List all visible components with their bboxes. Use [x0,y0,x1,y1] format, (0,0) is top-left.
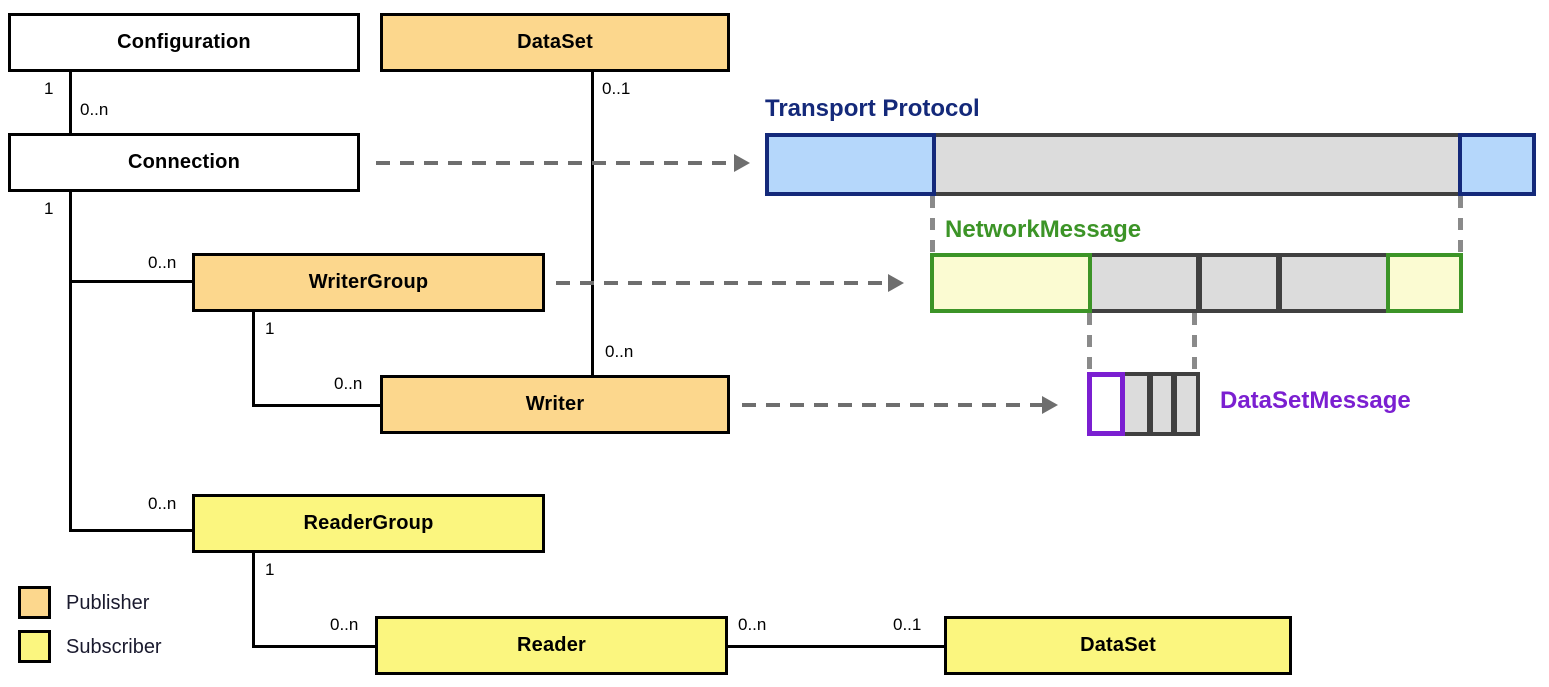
assoc-line-connection-writergroup [69,280,195,283]
realization-arrow-writergroup-networkmessage [556,281,888,285]
multiplicity-config-source: 1 [44,79,54,98]
datasetmessage-bar [1087,372,1200,436]
multiplicity-writergroup-writer: 0..n [334,374,363,393]
connector-networkmessage-datasetmessage-right [1192,313,1197,373]
assoc-line-configuration-connection [69,72,72,133]
multiplicity-connection-readergroup: 0..n [148,494,177,513]
multiplicity-dataset-source: 0..1 [602,79,631,98]
connector-transport-networkmessage-left [930,196,935,254]
networkmessage-payload-cell-3 [1278,253,1390,313]
datasetmessage-field-cell-2 [1149,372,1175,436]
class-box-writergroup[interactable]: WriterGroup [192,253,545,312]
connector-networkmessage-datasetmessage-left [1087,313,1092,373]
assoc-line-writergroup-writer-v [252,312,255,407]
multiplicity-readergroup-reader: 0..n [330,615,359,634]
realization-arrowhead-connection-transport [734,154,750,172]
datasetmessage-field-cell-3 [1173,372,1200,436]
networkmessage-header-cell [930,253,1092,313]
class-box-dataset-top[interactable]: DataSet [380,13,730,72]
transport-header-cell [765,133,936,196]
assoc-line-connection-readergroup [69,529,195,532]
layer-title-networkmessage: NetworkMessage [945,216,1142,243]
legend-swatch-subscriber [18,630,51,663]
transport-trailer-cell [1458,133,1536,196]
connector-transport-networkmessage-right [1458,196,1463,254]
multiplicity-config-target: 0..n [80,100,109,119]
realization-arrowhead-writer-datasetmessage [1042,396,1058,414]
networkmessage-payload-cell-1 [1088,253,1200,313]
transport-payload-cell [932,133,1462,196]
multiplicity-connection-writergroup: 0..n [148,253,177,272]
realization-arrow-connection-transport [376,161,734,165]
transport-protocol-bar [765,133,1536,196]
layer-title-datasetmessage: DataSetMessage [1220,387,1411,414]
legend-swatch-publisher [18,586,51,619]
datasetmessage-field-cell-1 [1121,372,1151,436]
networkmessage-payload-cell-2 [1198,253,1280,313]
assoc-line-writergroup-writer-h [252,404,383,407]
multiplicity-dataset-writer-target: 0..n [605,342,634,361]
legend-label-subscriber: Subscriber [66,636,162,658]
assoc-line-readergroup-reader-h [252,645,378,648]
layer-title-transport-protocol: Transport Protocol [765,95,980,122]
class-box-dataset-bottom[interactable]: DataSet [944,616,1292,675]
assoc-line-readergroup-reader-v [252,553,255,648]
realization-arrow-writer-datasetmessage [742,403,1042,407]
class-box-configuration[interactable]: Configuration [8,13,360,72]
networkmessage-bar [930,253,1463,313]
class-box-connection[interactable]: Connection [8,133,360,192]
datasetmessage-header-cell [1087,372,1125,436]
multiplicity-writergroup-source: 1 [265,319,275,338]
class-box-readergroup[interactable]: ReaderGroup [192,494,545,553]
networkmessage-trailer-cell [1386,253,1463,313]
legend-label-publisher: Publisher [66,592,150,614]
assoc-line-connection-trunk [69,192,72,532]
multiplicity-reader-dataset-source: 0..n [738,615,767,634]
assoc-line-dataset-writer [591,72,594,375]
assoc-line-reader-dataset [728,645,947,648]
realization-arrowhead-writergroup-networkmessage [888,274,904,292]
class-box-writer[interactable]: Writer [380,375,730,434]
multiplicity-readergroup-source: 1 [265,560,275,579]
class-box-reader[interactable]: Reader [375,616,728,675]
multiplicity-reader-dataset-target: 0..1 [893,615,922,634]
multiplicity-connection-source: 1 [44,199,54,218]
